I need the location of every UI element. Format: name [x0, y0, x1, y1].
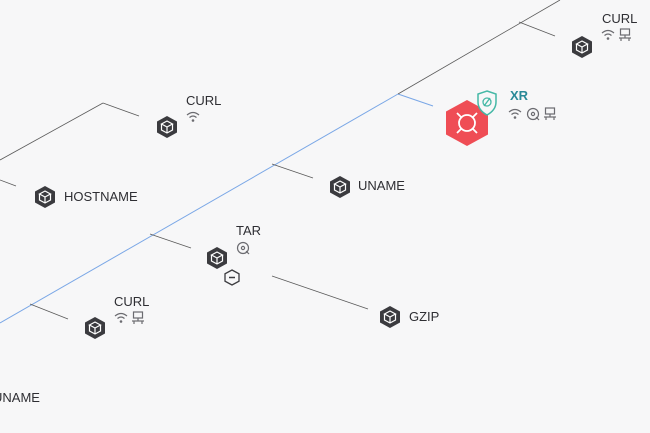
disc-icon — [526, 107, 540, 121]
cube-icon — [330, 176, 350, 198]
edge-tar — [149, 233, 192, 249]
spine-edge — [0, 93, 399, 324]
network-icon — [619, 28, 631, 41]
network-icon — [544, 107, 556, 120]
edge-curl-lower — [29, 303, 69, 320]
node-label: CURL — [114, 294, 150, 309]
node-label: TAR — [236, 223, 262, 238]
edge-left-upper — [0, 102, 104, 161]
cube-icon — [157, 116, 177, 138]
node-curl-lower[interactable] — [84, 316, 106, 340]
node-label: CURL — [186, 93, 222, 108]
node-label: HOSTNAME — [64, 189, 138, 204]
minus-hex-icon[interactable] — [224, 269, 240, 286]
node-curl-top-right[interactable] — [571, 33, 631, 59]
wifi-icon — [114, 312, 128, 323]
node-uname-mid[interactable] — [329, 175, 351, 199]
node-curl-upper[interactable] — [156, 115, 178, 139]
node-label: CURL — [602, 11, 638, 26]
disc-icon — [236, 241, 250, 255]
cube-icon — [207, 247, 227, 269]
wifi-icon — [601, 29, 615, 40]
node-label: UNAME — [358, 178, 405, 193]
edge-uname-mid — [271, 163, 314, 179]
node-xr[interactable] — [445, 99, 489, 147]
cube-icon — [572, 36, 592, 58]
wifi-icon — [508, 108, 522, 119]
cube-icon — [35, 186, 55, 208]
cube-icon — [380, 306, 400, 328]
cube-icon — [85, 317, 105, 339]
node-gzip[interactable] — [379, 305, 401, 329]
spine-edge-branch — [397, 93, 434, 107]
shield-icon — [477, 90, 497, 116]
node-hostname[interactable] — [34, 185, 56, 209]
wifi-icon — [186, 111, 200, 122]
edge-curl-top-right — [518, 21, 556, 37]
node-label[interactable]: UNAME — [0, 390, 40, 405]
edge-curl-upper — [102, 102, 140, 117]
edge-gzip — [271, 275, 369, 310]
upper-spine-edge — [397, 0, 561, 95]
network-icon — [132, 311, 144, 324]
node-label: XR — [510, 88, 529, 103]
node-label: GZIP — [409, 309, 440, 324]
edge-hostname — [0, 179, 17, 187]
target-icon — [446, 100, 488, 146]
node-tar[interactable] — [206, 246, 228, 270]
